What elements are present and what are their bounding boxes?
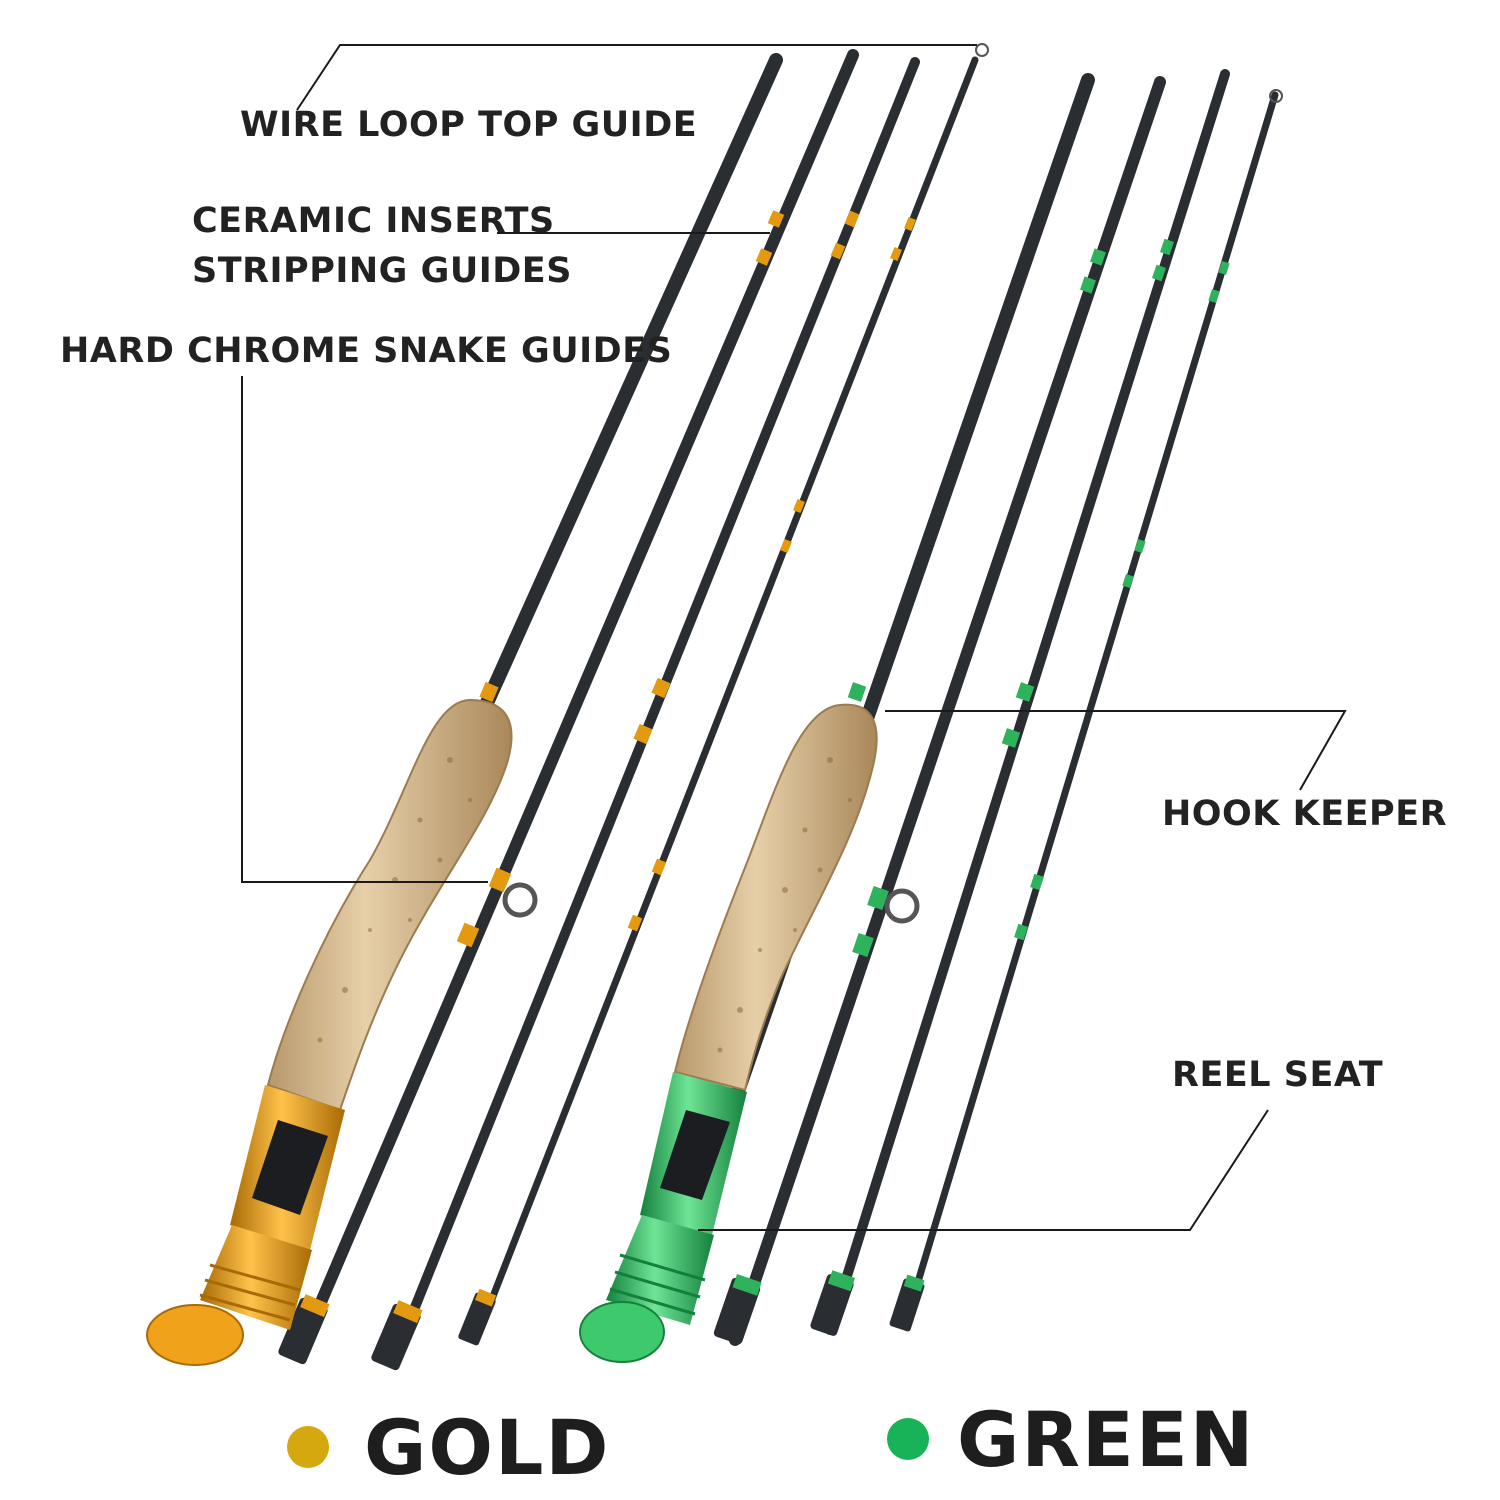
green-ferrule-ends	[713, 1270, 925, 1345]
leader-lines	[241, 44, 1347, 1231]
wire-loop-leader	[296, 44, 977, 111]
hook-keeper-label: HOOK KEEPER	[1162, 794, 1448, 834]
gold-reel-seat	[146, 1085, 345, 1366]
green-variant-label: GREEN	[957, 1395, 1256, 1484]
green-top-guide-loop	[1269, 89, 1283, 103]
gold-stripping-guide-ring	[502, 882, 538, 918]
gold-guides	[456, 210, 916, 948]
reel-seat-leader	[698, 1109, 1269, 1231]
snake-guides-label: HARD CHROME SNAKE GUIDES	[60, 331, 673, 371]
gold-variant-label: GOLD	[364, 1403, 611, 1492]
green-guides	[847, 238, 1230, 958]
wire-loop-top-guide-label: WIRE LOOP TOP GUIDE	[240, 105, 698, 145]
reel-seat-label: REEL SEAT	[1172, 1055, 1384, 1095]
gold-top-guide-loop	[975, 43, 989, 57]
gold-cork-grip	[266, 698, 513, 1112]
green-color-dot	[887, 1418, 929, 1460]
gold-rod-set	[146, 43, 989, 1371]
gold-color-dot	[287, 1426, 329, 1468]
green-cork-grip	[673, 703, 878, 1092]
green-cork-texture	[717, 757, 852, 1053]
gold-ferrule-ends	[278, 1288, 497, 1371]
green-section-3	[825, 69, 1230, 1335]
stripping-guides-label: STRIPPING GUIDES	[192, 251, 572, 291]
green-reel-seat	[579, 1072, 747, 1363]
ceramic-inserts-label: CERAMIC INSERTS	[192, 201, 555, 241]
green-stripping-guide-ring	[884, 888, 920, 924]
gold-section-2	[292, 49, 859, 1362]
gold-section-3	[388, 57, 920, 1367]
hook-keeper-leader	[885, 710, 1347, 791]
gold-tip-section	[472, 56, 979, 1344]
snake-leader	[241, 376, 488, 883]
